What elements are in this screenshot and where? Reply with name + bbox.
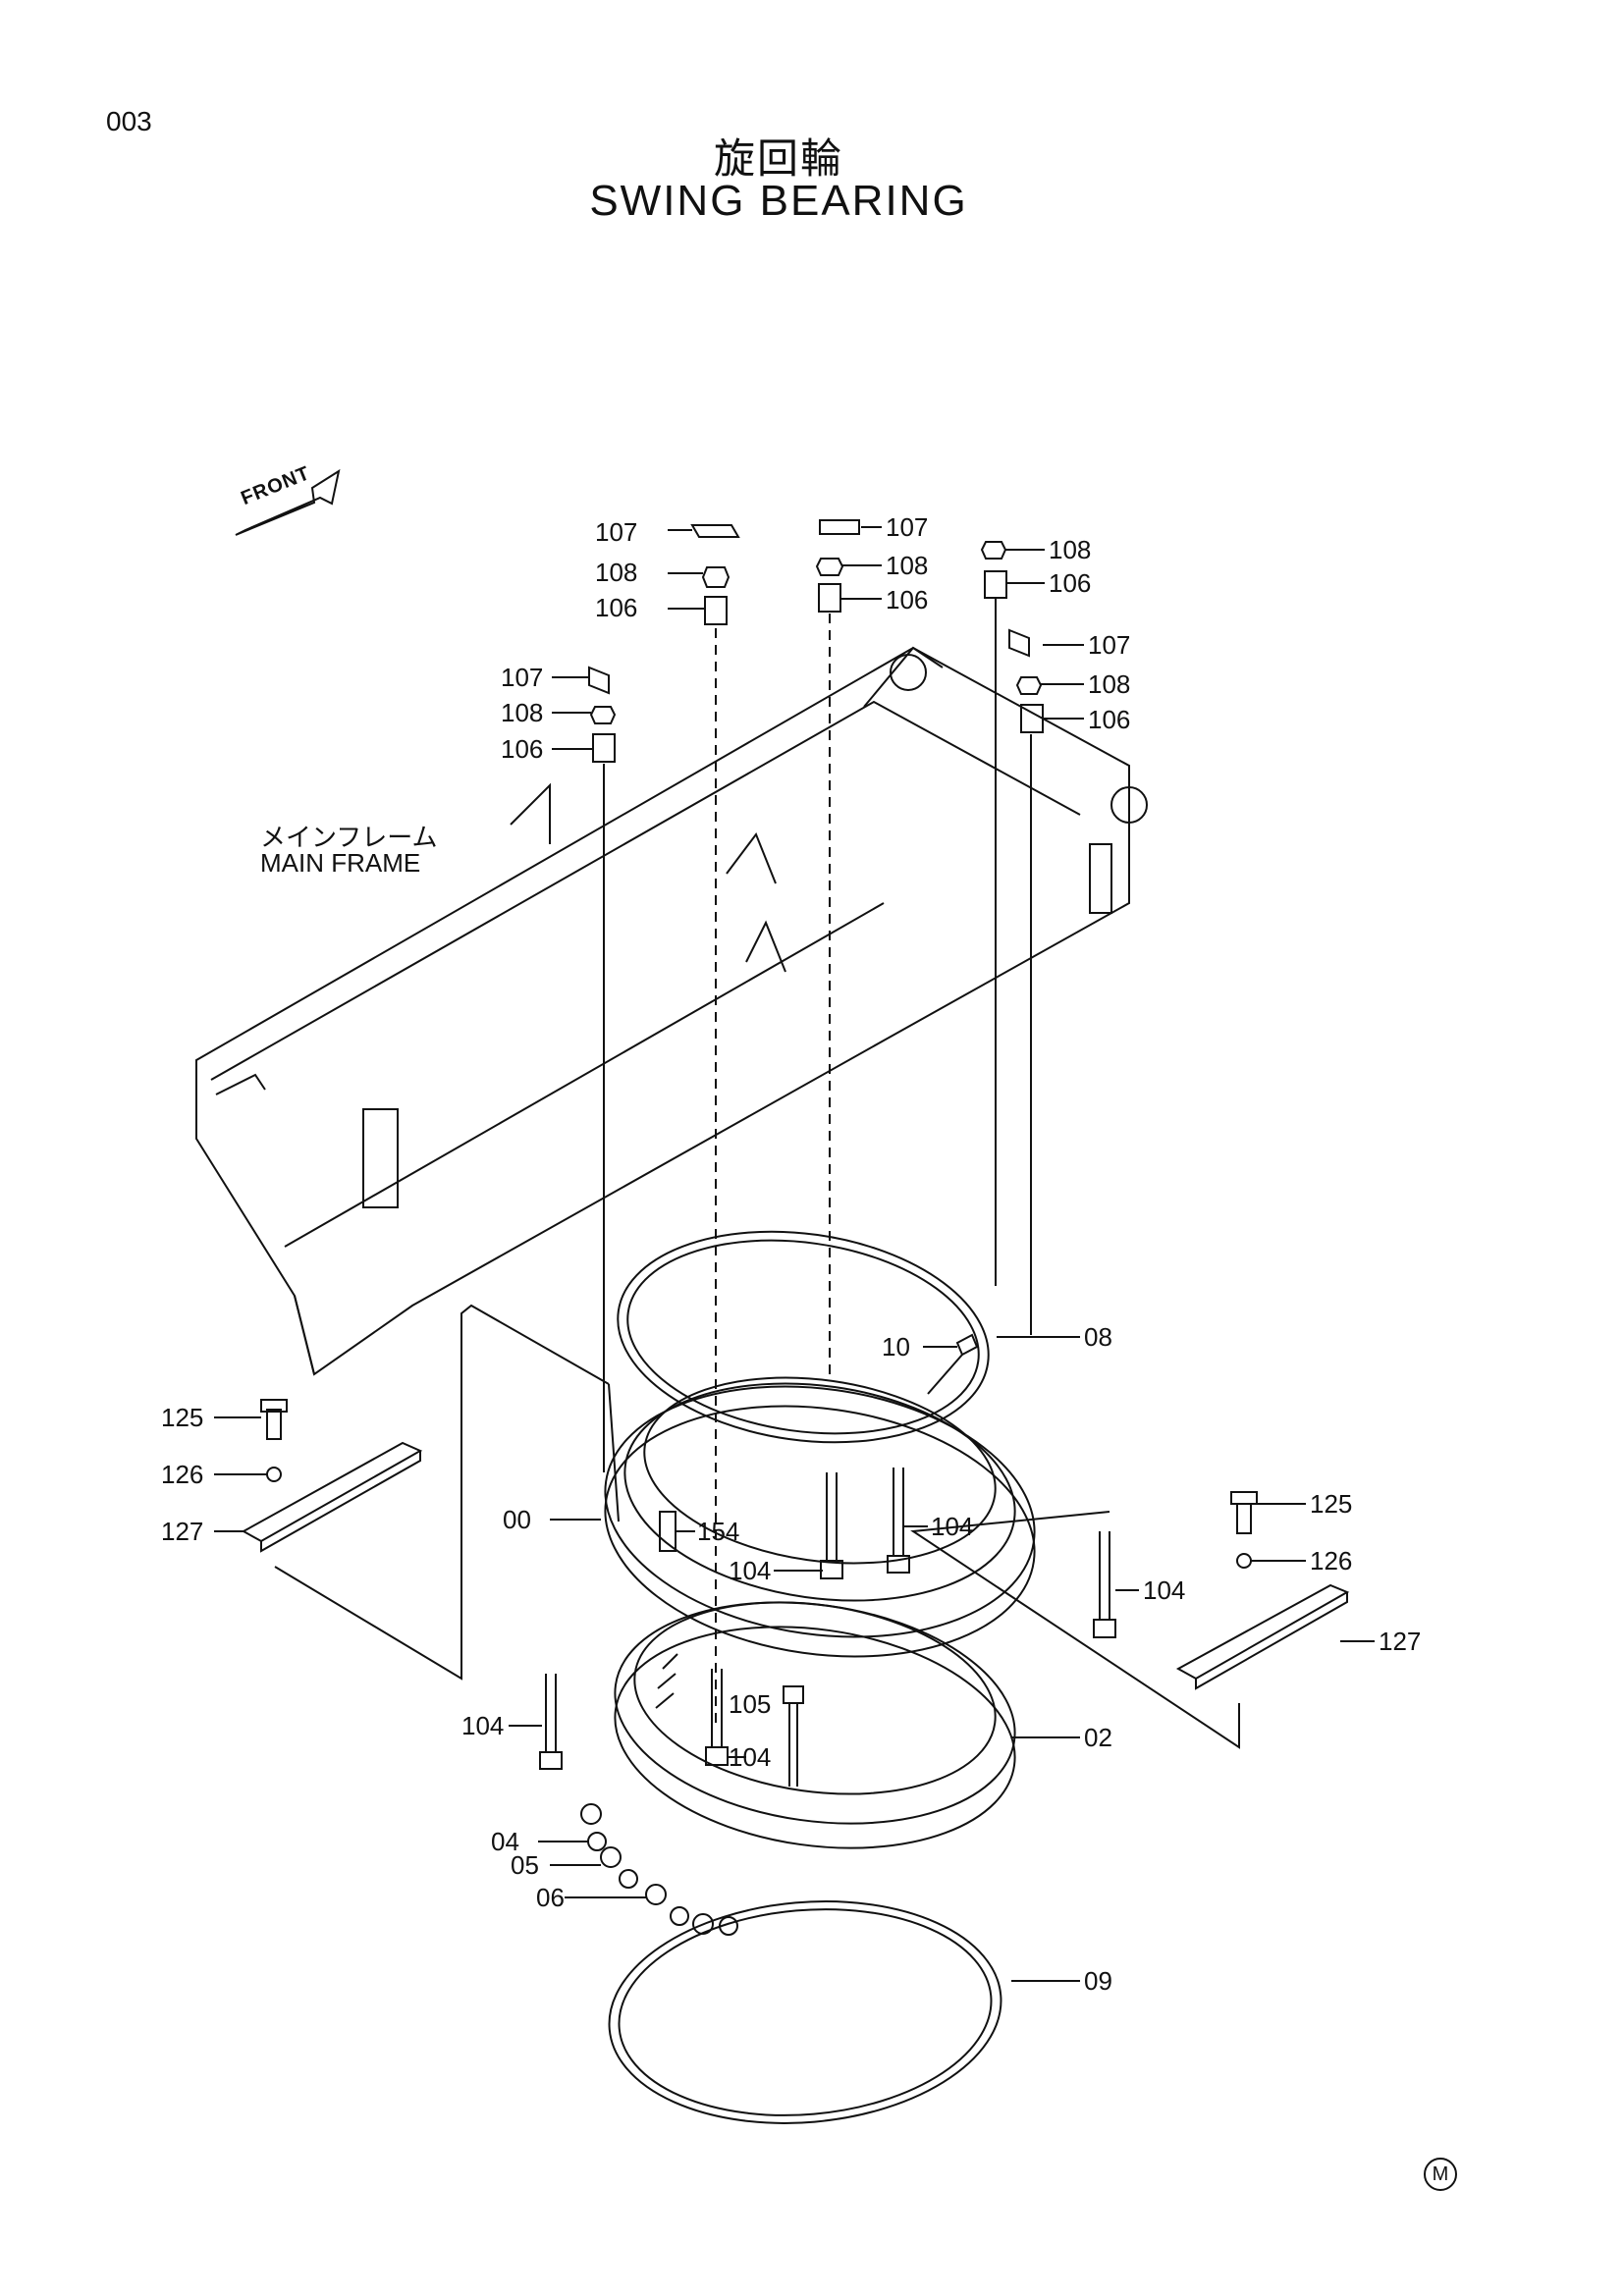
cover-plate-left xyxy=(214,1304,620,1681)
part-label-00: 00 xyxy=(503,1505,531,1534)
part-label-127: 127 xyxy=(161,1517,204,1546)
hardware-stack-b xyxy=(815,519,882,613)
leader-lines xyxy=(509,1336,1139,1982)
part-label-104: 104 xyxy=(729,1556,772,1585)
part-label-108: 108 xyxy=(501,698,544,727)
maker-mark-icon: M xyxy=(1424,2158,1457,2191)
main-frame-label-japanese: メインフレーム xyxy=(260,824,438,853)
part-label-127: 127 xyxy=(1379,1627,1422,1656)
title-english: SWING BEARING xyxy=(589,177,968,225)
front-arrow-icon xyxy=(235,468,341,536)
part-label-126: 126 xyxy=(161,1460,204,1489)
part-label-108: 108 xyxy=(1049,535,1092,564)
part-label-108: 108 xyxy=(1088,669,1131,699)
part-label-05: 05 xyxy=(511,1850,539,1880)
hardware-stack-a xyxy=(668,524,740,625)
ball-and-spacer-parts xyxy=(538,1803,738,1936)
title-japanese: 旋回輪 xyxy=(713,134,843,183)
part-label-104: 104 xyxy=(729,1742,772,1772)
part-label-106: 106 xyxy=(1088,705,1131,734)
part-label-106: 106 xyxy=(1049,568,1092,598)
part-label-10: 10 xyxy=(882,1332,910,1362)
part-label-108: 108 xyxy=(886,551,929,580)
part-label-108: 108 xyxy=(595,558,638,587)
part-label-04: 04 xyxy=(491,1827,519,1856)
bolt-104-group xyxy=(539,1468,1116,1787)
part-label-104: 104 xyxy=(931,1512,974,1541)
part-label-09: 09 xyxy=(1084,1966,1112,1996)
part-label-126: 126 xyxy=(1310,1546,1353,1575)
bearing-outer-race-00 xyxy=(604,1376,1036,1658)
part-label-107: 107 xyxy=(501,663,544,692)
part-label-106: 106 xyxy=(595,593,638,622)
part-label-106: 106 xyxy=(501,734,544,764)
page-number: 003 xyxy=(106,106,152,136)
part-label-107: 107 xyxy=(1088,630,1131,660)
part-label-107: 107 xyxy=(595,517,638,547)
part-label-08: 08 xyxy=(1084,1322,1112,1352)
cover-plate-right xyxy=(910,1491,1375,1749)
part-label-107: 107 xyxy=(886,512,929,542)
part-label-125: 125 xyxy=(161,1403,204,1432)
plug-154 xyxy=(659,1511,677,1552)
seal-ring-09 xyxy=(608,1900,1002,2124)
main-frame-label-english: MAIN FRAME xyxy=(260,848,421,878)
hardware-stack-c xyxy=(980,541,1045,599)
part-label-104: 104 xyxy=(1143,1575,1186,1605)
grease-fitting-10 xyxy=(955,1333,979,1357)
hardware-stack-e xyxy=(552,666,617,763)
part-label-106: 106 xyxy=(886,585,929,614)
main-frame-drawing xyxy=(195,646,1148,1376)
part-label-125: 125 xyxy=(1310,1489,1353,1519)
part-label-02: 02 xyxy=(1084,1723,1112,1752)
alignment-lines xyxy=(603,599,1032,1728)
seal-ring-08 xyxy=(617,1230,990,1444)
hardware-stack-d xyxy=(1008,628,1084,733)
part-label-154: 154 xyxy=(697,1517,740,1546)
bearing-inner-race-02 xyxy=(614,1601,1016,1849)
part-label-06: 06 xyxy=(536,1883,565,1912)
part-label-104: 104 xyxy=(461,1711,505,1740)
part-label-105: 105 xyxy=(729,1689,772,1719)
